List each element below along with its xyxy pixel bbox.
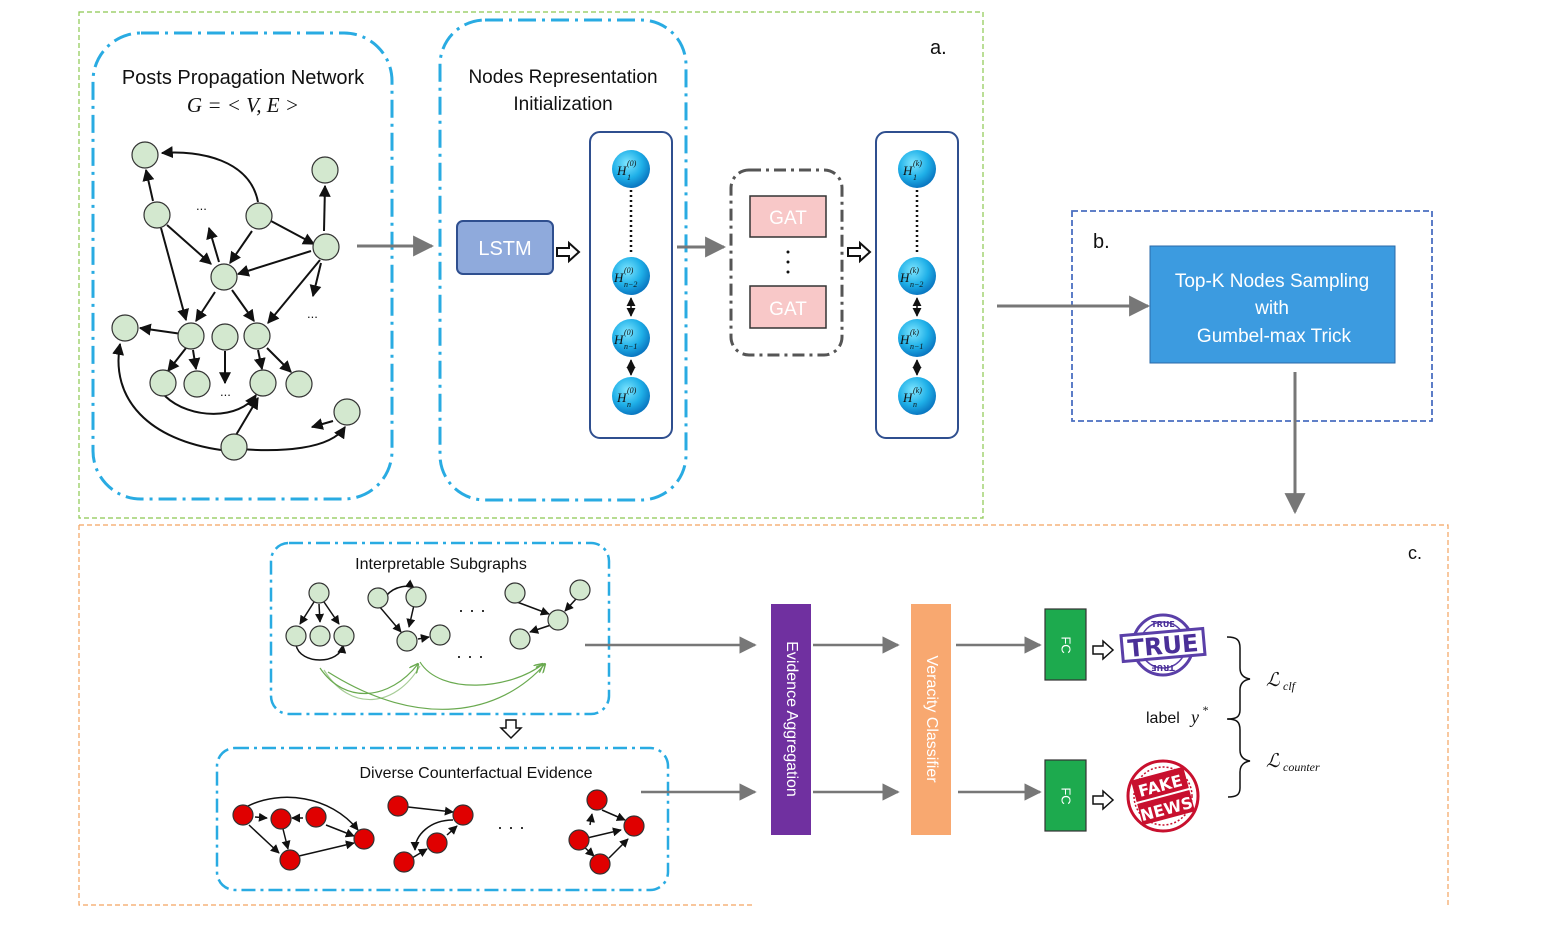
section-b-border [1071,210,1433,422]
svg-text:H: H [613,270,624,285]
section-c-border [78,524,1449,906]
loss-clf-symbol: ℒ [1266,670,1281,691]
svg-text:n−1: n−1 [910,342,923,351]
counterfactual-edges [247,796,629,859]
svg-text:1: 1 [627,173,631,182]
label-text: label [1146,710,1180,727]
gat-bottom-label: GAT [769,299,807,320]
svg-text:(0): (0) [627,159,637,168]
svg-text:n: n [627,400,631,409]
fc-bottom-label: FC [1059,787,1074,804]
svg-text:(0): (0) [627,386,637,395]
sampling-line3: Gumbel-max Trick [1197,326,1352,347]
counterfactual-nodes [232,789,645,875]
svg-text:(0): (0) [624,266,634,275]
hollow-arrow-down [499,719,523,740]
section-a-border [78,11,984,519]
h0-nodes [612,150,650,415]
loss-counter-symbol: ℒ [1266,751,1281,772]
true-stamp: TRUE TRUE TRUE [1119,613,1207,677]
gat-bottom-block [749,285,827,329]
evidence-aggregation-label: Evidence Aggregation [783,641,800,797]
true-stamp-ring-top: TRUE [1151,620,1175,629]
fc-top-block [1044,608,1087,681]
svg-text:1: 1 [913,173,917,182]
hollow-arrow-fc-bottom [1092,789,1115,811]
svg-text:(0): (0) [624,328,634,337]
svg-text:(k): (k) [910,328,919,337]
subgraphs-ellipsis-top: · · · [458,600,486,620]
svg-text:H: H [899,270,910,285]
subgraph-green-arrows [319,661,545,710]
network-formula: G = < V, E > [187,93,299,117]
bottom-brace [1226,718,1251,798]
true-stamp-word: TRUE [1127,629,1200,663]
subgraphs-panel [269,541,611,716]
propagation-nodes [111,141,361,461]
init-title-line1: Nodes Representation [468,67,657,88]
subgraphs-title: Interpretable Subgraphs [355,556,527,573]
graph-ellipsis-3: ... [220,384,231,399]
fake-news-stamp: FAKE NEWS [1126,759,1200,833]
init-title-line2: Initialization [513,94,612,115]
hollow-arrow-gat [847,242,871,262]
svg-text:n: n [913,400,917,409]
label-variable: y [1189,707,1199,727]
gat-container [729,168,844,357]
svg-text:n−2: n−2 [910,280,923,289]
svg-text:H: H [616,163,627,178]
svg-text:H: H [899,332,910,347]
label-superscript: * [1202,703,1208,717]
graph-ellipsis-1: ... [196,198,207,213]
gat-top-block [749,195,827,238]
sampling-block [1149,245,1396,364]
section-c-letter: c. [1408,543,1422,563]
svg-text:(k): (k) [913,159,922,168]
gat-top-label: GAT [769,208,807,229]
h0-stack [589,131,673,439]
graph-ellipsis-2: ... [307,306,318,321]
svg-text:(k): (k) [913,386,922,395]
svg-text:H: H [902,163,913,178]
h0-labels: H(0)1 H(0)n−2 H(0)n−1 H(0)n [613,159,637,409]
gat-vertical-dots [786,250,790,274]
hk-labels: H(k)1 H(k)n−2 H(k)n−1 H(k)n [899,159,923,409]
sampling-line2: with [1254,298,1289,319]
evidence-aggregation-block [771,604,811,835]
counterfactual-title: Diverse Counterfactual Evidence [359,765,592,782]
network-panel [91,31,394,501]
counterfactual-panel [215,746,670,892]
true-stamp-ring-bottom: TRUE [1151,663,1175,672]
hk-nodes [898,150,936,415]
init-panel [438,18,688,502]
veracity-classifier-label: Veracity Classifier [923,655,940,783]
svg-text:n−1: n−1 [624,342,637,351]
subgraphs-ellipsis-bottom: · · · [456,646,484,666]
hollow-arrow-fc-top [1092,639,1115,661]
loss-clf-subscript: clf [1283,679,1297,693]
hk-stack [875,131,959,439]
network-title: Posts Propagation Network [122,67,365,89]
section-a-letter: a. [930,37,947,59]
svg-text:H: H [902,390,913,405]
svg-text:(k): (k) [910,266,919,275]
fc-top-label: FC [1059,636,1074,653]
fc-bottom-block [1044,759,1087,832]
loss-counter-subscript: counter [1283,760,1320,774]
subgraph-nodes [285,579,591,652]
lstm-label: LSTM [478,238,531,260]
section-b-letter: b. [1093,231,1110,253]
subgraph-edges [295,579,577,661]
svg-text:H: H [613,332,624,347]
svg-text:n−2: n−2 [624,280,637,289]
sampling-line1: Top-K Nodes Sampling [1175,271,1369,292]
svg-text:H: H [616,390,627,405]
counterfactual-ellipsis: · · · [497,817,525,837]
propagation-graph [112,146,346,452]
veracity-classifier-block [911,604,951,835]
hollow-arrow-lstm [556,242,580,262]
top-brace [1226,636,1251,720]
lstm-block [456,220,554,275]
